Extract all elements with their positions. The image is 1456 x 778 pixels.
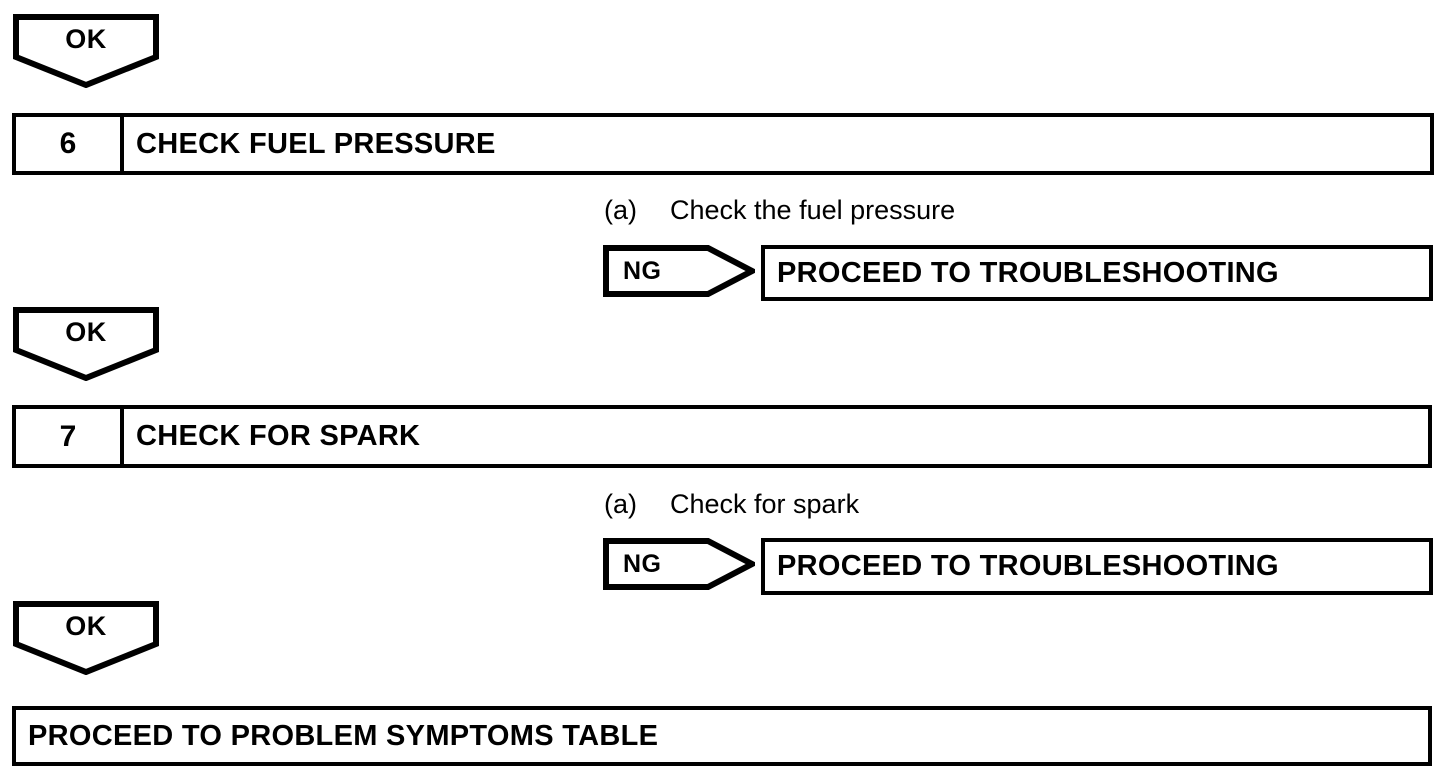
substep-7a-text: Check for spark — [670, 489, 860, 519]
ok-connector-mid: OK — [13, 307, 159, 381]
substep-6a: (a) Check the fuel pressure — [604, 195, 955, 226]
substep-6a-text: Check the fuel pressure — [670, 195, 956, 225]
result-box-final[interactable]: PROCEED TO PROBLEM SYMPTOMS TABLE — [12, 706, 1432, 766]
ng-connector-7-label: NG — [623, 550, 662, 578]
ok-pentagon-shape — [13, 601, 159, 675]
step-number-6: 6 — [16, 117, 124, 171]
ok-connector-label: OK — [65, 24, 107, 54]
ng-connector-7: NG — [603, 538, 755, 590]
ok-connector-bottom: OK — [13, 601, 159, 675]
step-number-7: 7 — [16, 409, 124, 464]
substep-6a-marker: (a) — [604, 195, 637, 225]
step-box-6[interactable]: 6 CHECK FUEL PRESSURE — [12, 113, 1434, 175]
result-box-6-ng[interactable]: PROCEED TO TROUBLESHOOTING — [761, 245, 1433, 301]
ok-connector-label: OK — [65, 611, 107, 641]
result-box-7-ng[interactable]: PROCEED TO TROUBLESHOOTING — [761, 538, 1433, 595]
ng-connector-6: NG — [603, 245, 755, 297]
ok-connector-top: OK — [13, 14, 159, 88]
ng-arrow-shape — [603, 538, 755, 590]
ng-arrow-shape — [603, 245, 755, 297]
substep-7a: (a) Check for spark — [604, 489, 859, 520]
step-box-7[interactable]: 7 CHECK FOR SPARK — [12, 405, 1432, 468]
ok-connector-label: OK — [65, 317, 107, 347]
ng-connector-6-label: NG — [623, 257, 662, 285]
substep-7a-marker: (a) — [604, 489, 637, 519]
ok-pentagon-shape — [13, 307, 159, 381]
ok-pentagon-shape — [13, 14, 159, 88]
step-title-6: CHECK FUEL PRESSURE — [136, 127, 496, 160]
step-title-7: CHECK FOR SPARK — [136, 420, 421, 452]
